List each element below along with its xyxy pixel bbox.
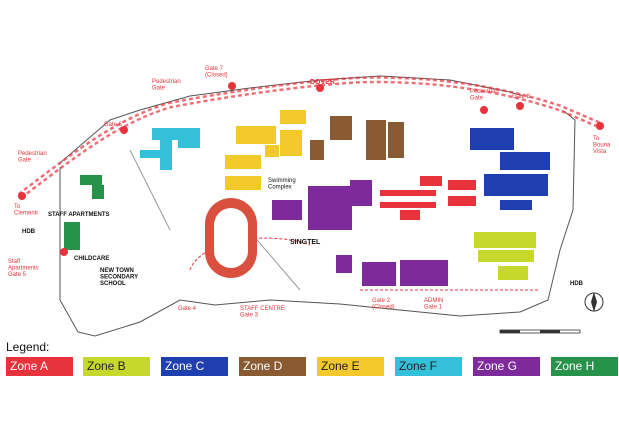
gate-marker xyxy=(596,122,604,130)
legend-zone-g: Zone G xyxy=(473,357,540,376)
gate-7-label: Gate 7(Closed) xyxy=(205,66,228,79)
zone-f-building xyxy=(140,150,160,158)
zone-g-building xyxy=(362,262,396,286)
zone-g-building xyxy=(308,186,352,230)
legend-zone-c: Zone C xyxy=(161,357,228,376)
road xyxy=(129,149,171,231)
singtel-label: SINGTEL xyxy=(290,239,321,246)
zone-a-building xyxy=(420,176,442,186)
scale-bar xyxy=(499,329,581,334)
zone-a-building xyxy=(448,180,476,190)
zone-g-building xyxy=(350,180,372,206)
zone-f-building xyxy=(160,140,172,170)
gate-marker xyxy=(18,192,26,200)
zone-h-building xyxy=(64,222,80,250)
legend-zone-e: Zone E xyxy=(317,357,384,376)
zone-d-building xyxy=(366,120,386,160)
zone-d-building xyxy=(310,140,324,160)
zone-e-building xyxy=(236,126,276,144)
legend-zone-h: Zone H xyxy=(551,357,618,376)
zone-h-building xyxy=(92,185,104,199)
road xyxy=(189,237,311,271)
gate-8-label: Gate 8 xyxy=(512,94,531,100)
zone-g-building xyxy=(272,200,302,220)
zone-b-building xyxy=(478,250,534,262)
zone-e-building xyxy=(265,145,279,157)
zone-e-building xyxy=(280,110,306,124)
zone-c-building xyxy=(484,174,548,196)
hdb-left-label: HDB xyxy=(22,229,36,235)
gate-marker xyxy=(316,84,324,92)
legend-zone-f: Zone F xyxy=(395,357,462,376)
zone-h-building xyxy=(80,175,102,185)
zone-e-building xyxy=(225,176,261,190)
zone-f-building xyxy=(178,128,200,148)
zone-d-building xyxy=(388,122,404,158)
zone-c-building xyxy=(500,200,532,210)
hdb-right-label: HDB xyxy=(570,281,584,287)
zone-a-building xyxy=(448,196,476,206)
dover-label: DOVER xyxy=(310,79,335,86)
legend-zone-b: Zone B xyxy=(83,357,150,376)
zone-a-building xyxy=(400,210,420,220)
legend-zone-d: Zone D xyxy=(239,357,306,376)
gate-marker xyxy=(480,106,488,114)
zone-b-building xyxy=(498,266,528,280)
zone-g-building xyxy=(336,255,352,273)
staff-apartments-label: STAFF APARTMENTS xyxy=(48,212,110,218)
legend-title: Legend: xyxy=(6,340,50,354)
gate-marker xyxy=(516,102,524,110)
zone-c-building xyxy=(500,152,550,170)
zone-a-building xyxy=(380,190,436,196)
legend: Zone A Zone B Zone C Zone D Zone E Zone … xyxy=(6,357,618,376)
zone-c-building xyxy=(470,128,514,150)
childcare-label: CHILDCARE xyxy=(74,256,109,262)
legend-zone-a: Zone A xyxy=(6,357,73,376)
zone-b-building xyxy=(474,232,536,248)
gate-marker xyxy=(228,82,236,90)
gate-6-label: Gate 6 xyxy=(104,122,123,128)
zone-g-building xyxy=(400,260,448,286)
zone-e-building xyxy=(225,155,261,169)
zone-a-building xyxy=(380,202,436,208)
gate-marker xyxy=(120,126,128,134)
gate-4-label: Gate 4 xyxy=(178,306,197,312)
zone-e-building xyxy=(280,130,302,156)
zone-d-building xyxy=(330,116,352,140)
gate-marker xyxy=(60,248,68,256)
gate-2-label: Gate 2(Closed) xyxy=(372,298,395,311)
zone-f-building xyxy=(152,128,178,140)
